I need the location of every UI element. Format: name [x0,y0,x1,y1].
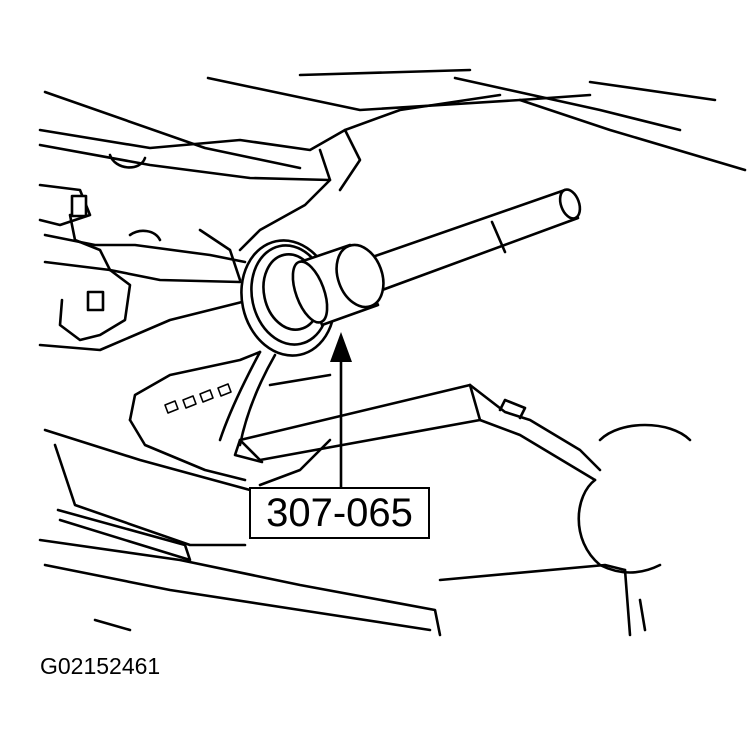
left-linkage-assembly [38,183,252,352]
upper-housing-lines [38,68,747,252]
callout-leader-arrow [330,332,352,489]
right-bracket [233,373,692,637]
installer-tool [291,188,582,327]
figure-id-label: G02152461 [40,653,161,679]
tool-number-callout: 307-065 [249,487,430,539]
lower-housing [128,350,277,482]
base-plates [38,428,442,637]
